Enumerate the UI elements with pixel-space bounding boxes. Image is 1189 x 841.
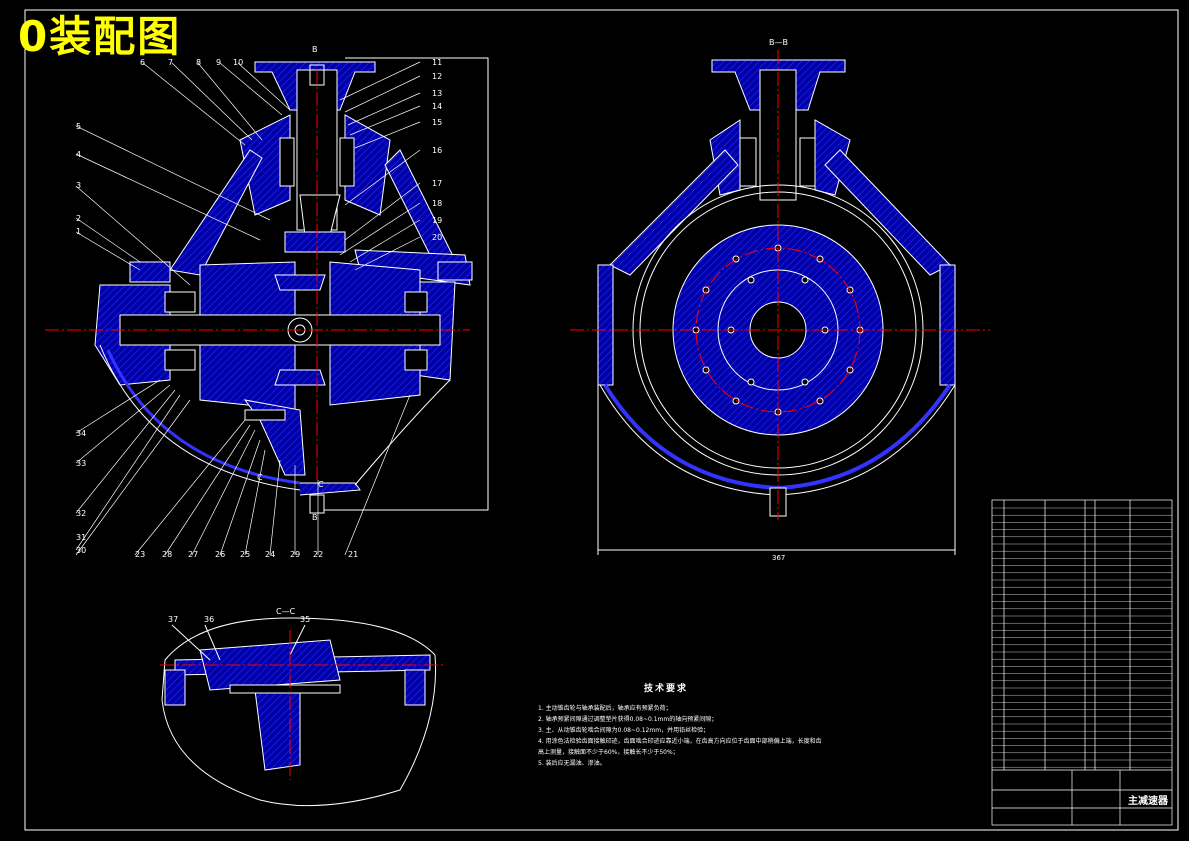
balloon-33: 33: [76, 459, 86, 468]
tech-requirement-item: 高上测量，接触面不少于60%，接触长不少于50%；: [538, 749, 679, 756]
balloon-1: 1: [76, 227, 81, 236]
tech-requirements-list: 1. 主动锥齿轮与轴承装配后，轴承应有预紧负荷； 2. 轴承预紧间隙通过调整垫片…: [538, 703, 822, 769]
balloon-6: 6: [140, 58, 145, 67]
section-bb-label: B—B: [769, 38, 788, 47]
cut-mark-c-top: C: [318, 480, 324, 489]
balloon-16: 16: [432, 146, 442, 155]
balloon-17: 17: [432, 179, 442, 188]
tech-requirement-item: 2. 轴承预紧间隙通过调整垫片获得0.08~0.1mm的轴向预紧间隙；: [538, 716, 718, 723]
cut-mark-b-bottom: B: [312, 513, 318, 522]
balloon-19: 19: [432, 216, 442, 225]
title-block: [991, 499, 1173, 826]
centerlines-right: [570, 50, 990, 520]
balloon-26: 26: [215, 550, 225, 559]
balloon-36: 36: [204, 615, 214, 624]
tech-requirement-item: 3. 主、从动锥齿轮啮合间隙为0.08~0.12mm，并用铅丝检验；: [538, 727, 710, 734]
balloon-30: 30: [76, 546, 86, 555]
balloon-numbers: 1 2 3 4 5 6 7 8 9 10 11 12 13 14 15 16 1…: [76, 58, 442, 624]
tech-requirement-item: 1. 主动锥齿轮与轴承装配后，轴承应有预紧负荷；: [538, 705, 672, 712]
balloon-25: 25: [240, 550, 250, 559]
balloon-4: 4: [76, 150, 81, 159]
balloon-14: 14: [432, 102, 442, 111]
balloon-34: 34: [76, 429, 86, 438]
balloon-9: 9: [216, 58, 221, 67]
balloon-28: 28: [162, 550, 172, 559]
tech-requirement-item: 5. 装后应无漏油、渗油。: [538, 760, 606, 767]
balloon-24: 24: [265, 550, 275, 559]
cut-mark-c-bottom: C: [257, 473, 263, 482]
balloon-2: 2: [76, 214, 81, 223]
balloon-7: 7: [168, 58, 173, 67]
balloon-21: 21: [348, 550, 358, 559]
bom-table: [992, 507, 1172, 768]
balloon-10: 10: [233, 58, 243, 67]
balloon-37: 37: [168, 615, 178, 624]
balloon-35: 35: [300, 615, 310, 624]
balloon-29: 29: [290, 550, 300, 559]
cut-mark-b-top: B: [312, 45, 318, 54]
centerlines-cc: [160, 630, 445, 780]
balloon-18: 18: [432, 199, 442, 208]
balloon-27: 27: [188, 550, 198, 559]
balloon-11: 11: [432, 58, 442, 67]
balloon-13: 13: [432, 89, 442, 98]
balloon-8: 8: [196, 58, 201, 67]
centerlines-left: [45, 70, 470, 480]
balloon-5: 5: [76, 122, 81, 131]
page-title: 0装配图: [18, 12, 182, 61]
tech-requirement-item: 4. 用涂色法检验齿面接触印迹，齿面啮合印迹应靠近小端，在齿高方向应位于齿面中部…: [538, 738, 822, 745]
main-section-view: [94, 57, 489, 514]
balloon-20: 20: [432, 233, 442, 242]
balloon-12: 12: [432, 72, 442, 81]
section-cc-label: C—C: [276, 607, 296, 616]
balloon-23: 23: [135, 550, 145, 559]
balloon-15: 15: [432, 118, 442, 127]
drawing-name: 主减速器: [1128, 796, 1168, 807]
balloon-3: 3: [76, 181, 81, 190]
balloon-31: 31: [76, 533, 86, 542]
leader-lines-left: [75, 61, 421, 556]
section-marks: B B C C: [257, 45, 324, 522]
balloon-32: 32: [76, 509, 86, 518]
section-bb-view: [597, 59, 956, 555]
width-dimension: 367: [772, 554, 785, 562]
balloon-22: 22: [313, 550, 323, 559]
tech-requirements-title: 技术要求: [644, 684, 689, 694]
section-cc-view: [161, 617, 437, 807]
drawing-border: [24, 9, 1179, 831]
